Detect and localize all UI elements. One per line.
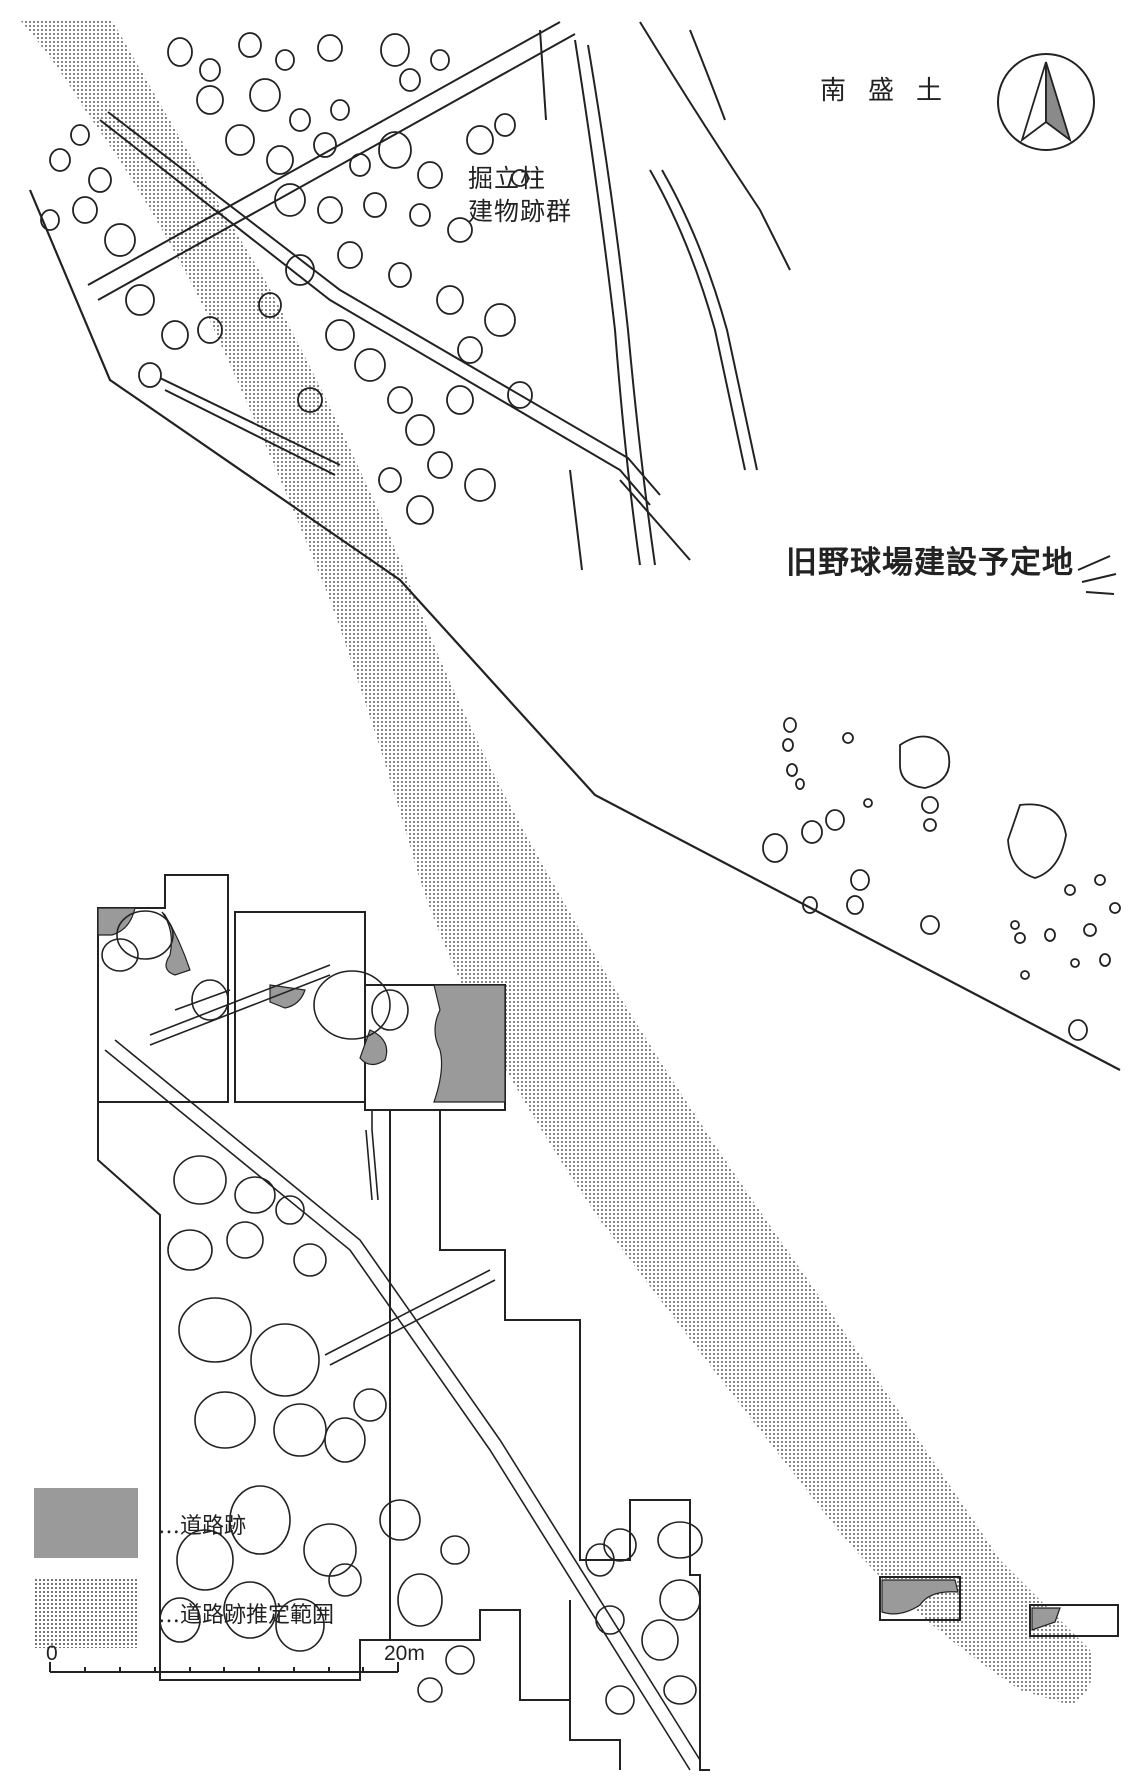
area-label-south-fill: 南盛土 — [820, 76, 965, 106]
building-group-label: 掘立柱 建物跡群 — [468, 162, 588, 228]
lower-excavation-outline — [97, 874, 1119, 1771]
lower-features — [101, 910, 703, 1771]
legend-text-estimated: …道路跡推定範囲 — [158, 1603, 335, 1628]
site-label-hatch — [1077, 555, 1117, 595]
legend-text-road: …道路跡 — [158, 1514, 247, 1539]
legend-swatch-road — [34, 1488, 138, 1558]
site-boundary — [28, 189, 1121, 1071]
building-group-line2: 建物跡群 — [468, 197, 573, 226]
north-arrow-icon — [997, 53, 1095, 151]
estimated-road-band — [20, 20, 1093, 1705]
upper-road-lines — [87, 21, 791, 571]
scale-bar — [49, 1662, 399, 1673]
scale-label-end: 20m — [384, 1642, 425, 1665]
post-hole-group-upper — [40, 32, 533, 525]
planned-site-label: 旧野球場建設予定地 — [786, 545, 1074, 581]
scale-label-start: 0 — [46, 1642, 58, 1665]
building-group-line1: 掘立柱 — [468, 164, 547, 193]
post-hole-group-right — [762, 717, 1121, 1041]
legend-swatch-estimated — [34, 1578, 138, 1648]
road-remains — [97, 907, 1061, 1631]
